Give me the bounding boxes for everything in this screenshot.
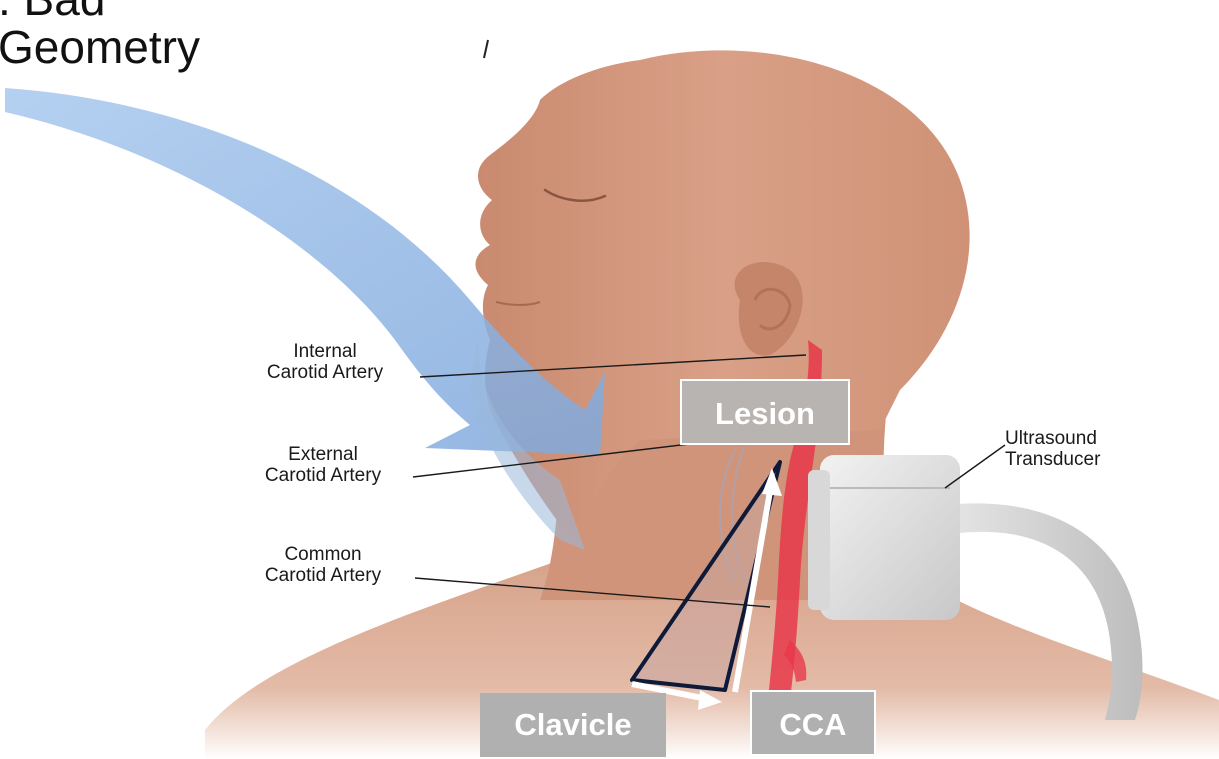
title-line-1: : Bad <box>0 0 105 22</box>
small-tick <box>484 40 488 58</box>
label-common-line1: Common <box>238 544 408 565</box>
transducer-body <box>820 455 960 620</box>
title-line-2: Geometry <box>0 24 200 70</box>
label-external-line1: External <box>238 444 408 465</box>
tag-cca: CCA <box>750 690 876 756</box>
label-internal-carotid: Internal Carotid Artery <box>240 341 410 383</box>
transducer-face <box>808 470 830 610</box>
tag-clavicle: Clavicle <box>480 693 666 757</box>
label-common-carotid: Common Carotid Artery <box>238 544 408 586</box>
label-ultrasound-transducer: Ultrasound Transducer <box>1005 428 1155 470</box>
label-internal-line1: Internal <box>240 341 410 362</box>
label-external-line2: Carotid Artery <box>238 465 408 486</box>
label-transducer-line1: Ultrasound <box>1005 428 1155 449</box>
tag-lesion: Lesion <box>680 379 850 445</box>
label-external-carotid: External Carotid Artery <box>238 444 408 486</box>
label-common-line2: Carotid Artery <box>238 565 408 586</box>
label-internal-line2: Carotid Artery <box>240 362 410 383</box>
label-transducer-line2: Transducer <box>1005 449 1155 470</box>
